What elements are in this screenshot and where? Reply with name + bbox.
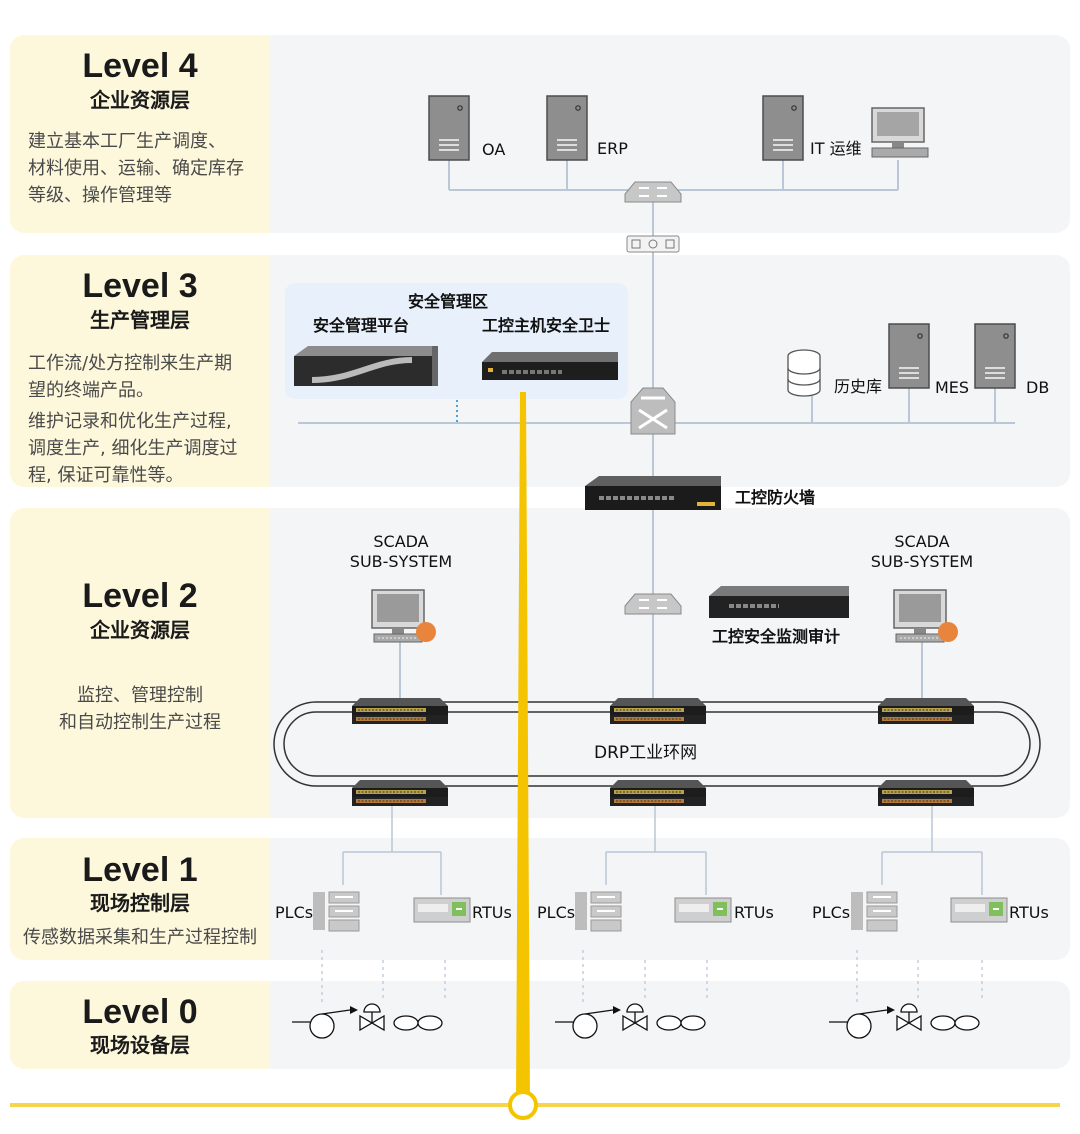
plcs-label: PLCs (537, 903, 576, 922)
level2-description: 监控、管理控制 和自动控制生产过程 (10, 682, 270, 736)
rtus-label: RTUs (472, 903, 512, 922)
audit-label: 工控安全监测审计 (712, 627, 841, 646)
workstation-icon (871, 107, 929, 158)
scada-right-label: SCADA SUB-SYSTEM (861, 532, 983, 572)
level0-band-left (10, 981, 270, 1069)
host-guard-label: 工控主机安全卫士 (482, 316, 611, 335)
scada-line: SCADA (373, 532, 429, 551)
security-zone-title: 安全管理区 (408, 292, 489, 311)
desc-line: 维护记录和优化生产过程, (28, 411, 232, 432)
security-platform-label: 安全管理平台 (313, 316, 410, 335)
level4-band-left (10, 35, 270, 233)
level4-network-lines (448, 160, 899, 630)
level0-subtitle: 现场设备层 (90, 1033, 190, 1057)
ring-switch-icon (877, 779, 975, 807)
ring-switch-icon (351, 779, 449, 807)
desc-line: 程, 保证可靠性等。 (28, 465, 184, 486)
mes-server-icon (888, 323, 930, 389)
erp-server-icon (546, 95, 588, 161)
scada-left-monitor-icon (371, 589, 425, 643)
db-label: DB (1026, 378, 1050, 397)
ring-switch-icon (351, 697, 449, 725)
scada-right-monitor-icon (893, 589, 947, 643)
rtu-icon (413, 897, 471, 923)
security-platform-device-icon (294, 346, 438, 386)
scada-left-badge-icon (416, 622, 436, 642)
isolation-gateway-icon (626, 235, 680, 253)
audit-device-icon (709, 586, 849, 618)
it-ops-server-icon (762, 95, 804, 161)
core-router-icon (630, 387, 676, 435)
desc-line: 监控、管理控制 (77, 685, 203, 706)
scada-right-badge-icon (938, 622, 958, 642)
desc-line: 和自动控制生产过程 (59, 712, 221, 733)
desc-line: 传感数据采集和生产过程控制 (23, 927, 257, 948)
drp-ring-label: DRP工业环网 (594, 743, 698, 763)
rtu-icon (950, 897, 1008, 923)
level2-band-right (270, 508, 1070, 818)
level3-band-left (10, 255, 270, 487)
scada-line: SUB-SYSTEM (870, 552, 974, 571)
level1-title: Level 1 (82, 851, 198, 889)
level1-subtitle: 现场控制层 (90, 891, 190, 915)
ring-switch-icon (609, 779, 707, 807)
level4-title: Level 4 (82, 47, 198, 85)
level0-dotted-links (321, 950, 983, 1002)
plc-icon (312, 891, 360, 932)
ring-switch-icon (877, 697, 975, 725)
desc-line: 调度生产, 细化生产调度过 (28, 438, 238, 459)
level4-description: 建立基本工厂生产调度、 材料使用、运输、确定库存 等级、操作管理等 (28, 128, 244, 209)
desc-line: 等级、操作管理等 (28, 185, 172, 206)
level2-network-lines (399, 612, 923, 700)
level3-description: 工作流/处方控制来生产期 望的终端产品。 维护记录和优化生产过程, 调度生产, … (28, 350, 237, 489)
scada-line: SCADA (894, 532, 950, 551)
level3-title: Level 3 (82, 267, 198, 305)
level2-subtitle: 企业资源层 (90, 618, 190, 642)
database-icon (787, 349, 821, 397)
level1-band-right (270, 838, 1070, 960)
scada-left-label: SCADA SUB-SYSTEM (340, 532, 462, 572)
industrial-firewall-icon (585, 476, 721, 510)
history-db-label: 历史库 (834, 377, 883, 396)
scada-line: SUB-SYSTEM (349, 552, 453, 571)
level0-title: Level 0 (82, 993, 198, 1031)
level2-title: Level 2 (82, 577, 198, 615)
desc-line: 建立基本工厂生产调度、 (28, 131, 226, 152)
rtus-label: RTUs (734, 903, 774, 922)
level2-band-left (10, 508, 270, 818)
field-devices-icon (828, 1003, 980, 1039)
security-trunk-line (10, 392, 1060, 1120)
level1-band-left (10, 838, 270, 960)
field-devices-icon (554, 1003, 706, 1039)
firewall-label: 工控防火墙 (735, 488, 816, 507)
plc-icon (850, 891, 898, 932)
plc-icon (574, 891, 622, 932)
level4-subtitle: 企业资源层 (90, 88, 190, 112)
oa-server-icon (428, 95, 470, 161)
level3-subtitle: 生产管理层 (90, 308, 190, 332)
level1-description: 传感数据采集和生产过程控制 (10, 924, 270, 951)
mes-label: MES (935, 378, 970, 397)
db-server-icon (974, 323, 1016, 389)
plcs-label: PLCs (812, 903, 851, 922)
desc-line: 望的终端产品。 (28, 380, 154, 401)
erp-label: ERP (597, 139, 628, 158)
level1-network-lines (342, 806, 983, 895)
it-ops-label: IT 运维 (810, 139, 862, 158)
ring-switch-icon (609, 697, 707, 725)
host-guard-device-icon (482, 352, 618, 380)
field-devices-icon (291, 1003, 443, 1039)
desc-line: 工作流/处方控制来生产期 (28, 353, 233, 374)
oa-label: OA (482, 140, 506, 159)
rtus-label: RTUs (1009, 903, 1049, 922)
level4-switch-icon (624, 181, 682, 203)
plcs-label: PLCs (275, 903, 314, 922)
desc-line: 材料使用、运输、确定库存 (28, 158, 244, 179)
level2-switch-icon (624, 593, 682, 615)
rtu-icon (674, 897, 732, 923)
